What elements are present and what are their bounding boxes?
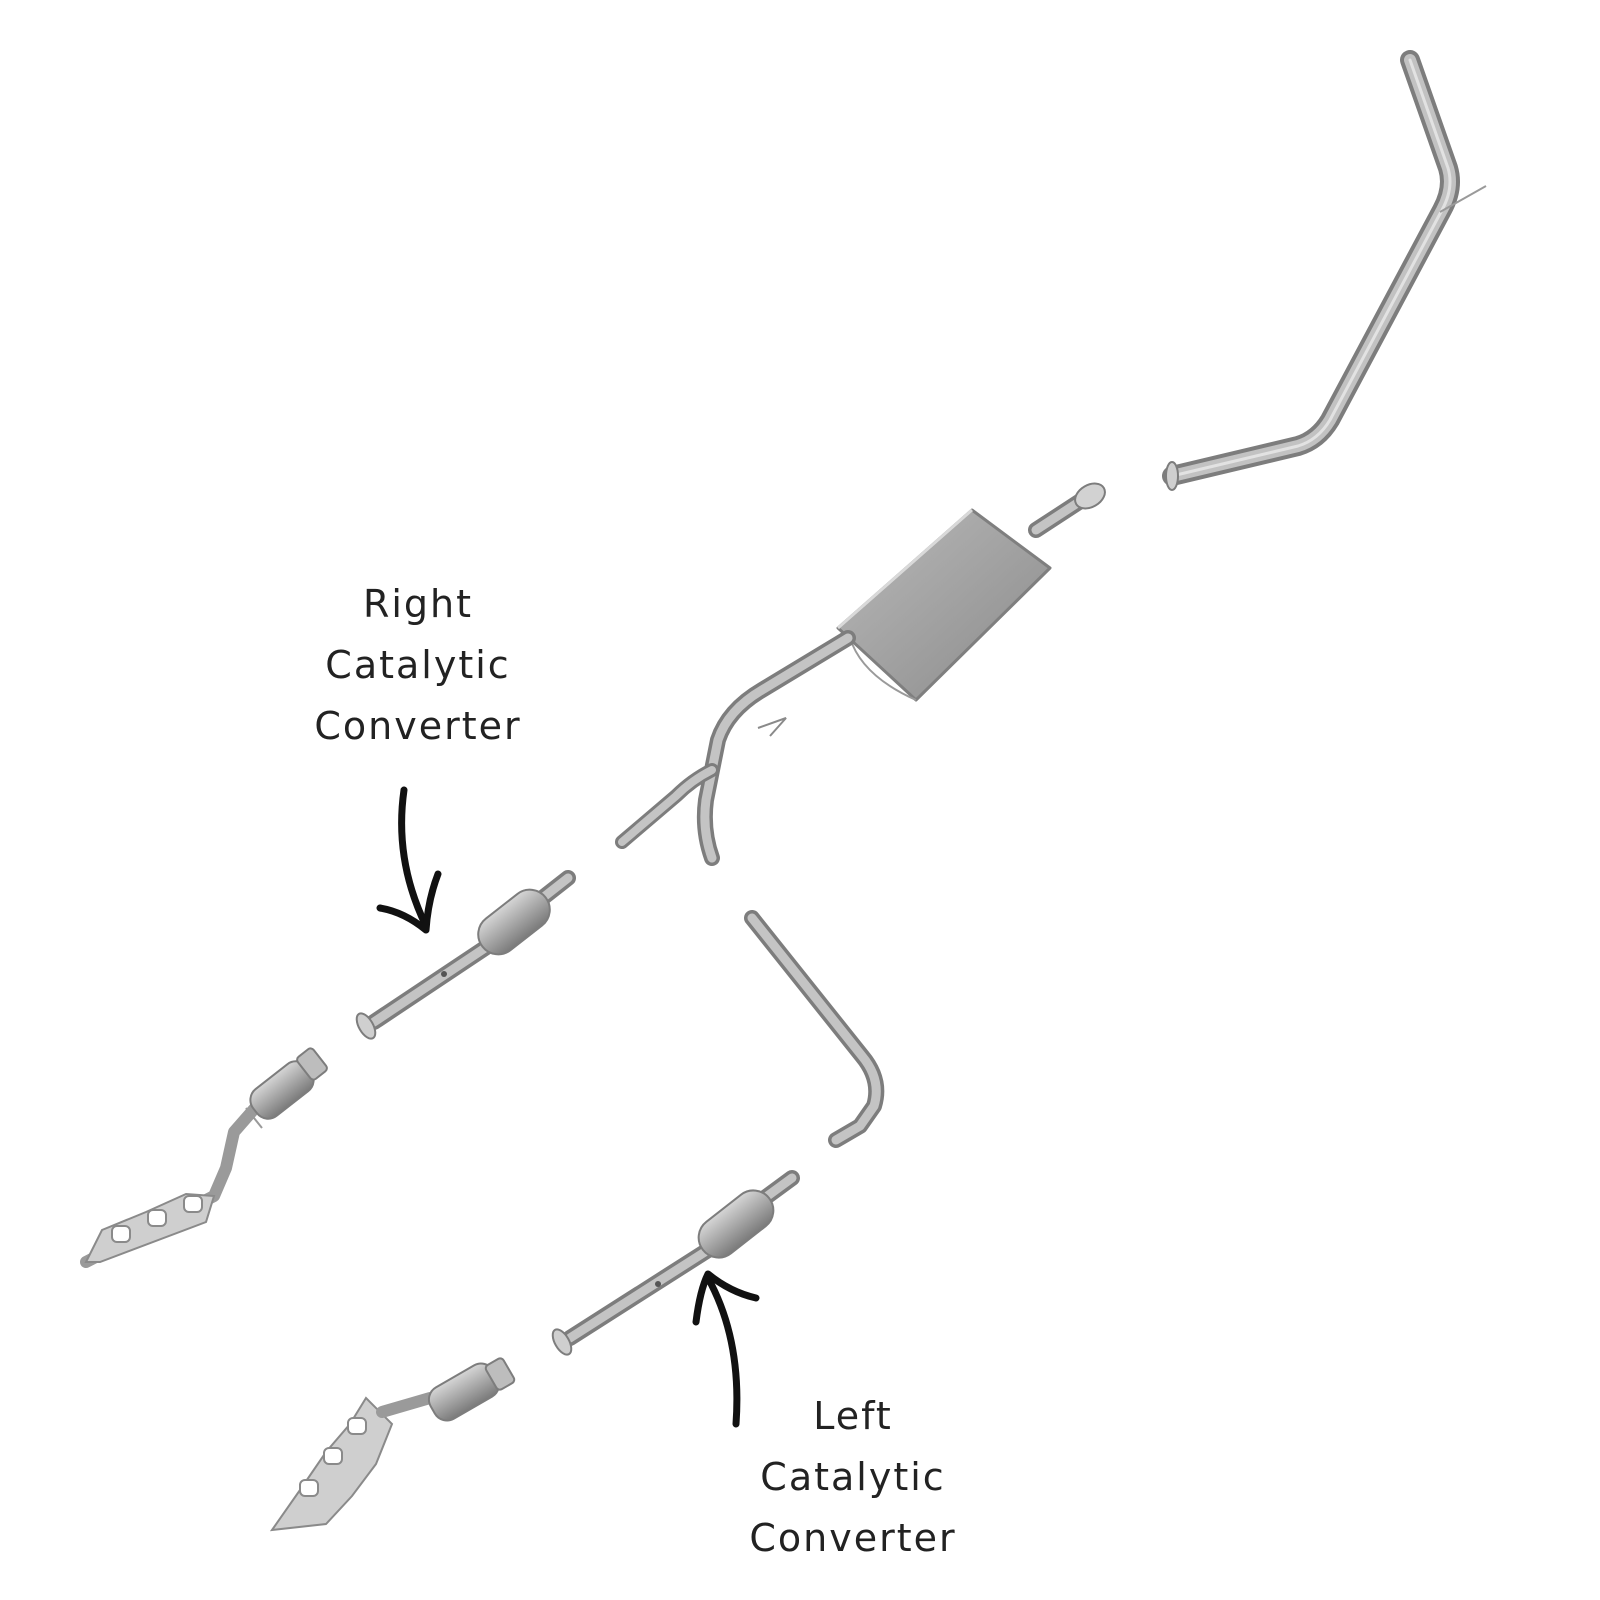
muffler [836,508,1052,702]
right-catalytic-converter [355,870,576,1040]
label-line: Catalytic [325,643,511,687]
label-line: Right [362,582,474,626]
label-line: Converter [314,704,522,748]
label-line: Catalytic [760,1455,946,1499]
hanger-rod [1439,185,1487,213]
hanger-bracket [757,717,787,737]
muffler-outlet-flange [1074,482,1106,510]
right-catalytic-converter-label: Right Catalytic Converter [268,574,568,757]
left-pointer-arrow [692,1270,760,1428]
left-catalytic-converter [551,1170,800,1356]
y-pipe-branch [744,910,885,1148]
label-line: Left [813,1394,893,1438]
left-catalytic-converter-label: Left Catalytic Converter [703,1386,1003,1569]
right-pointer-arrow [376,786,442,934]
left-exhaust-manifold [269,1357,516,1532]
muffler-assembly [615,482,1106,866]
label-line: Converter [749,1516,957,1560]
tailpipe [1162,50,1487,491]
right-exhaust-manifold [80,1047,328,1268]
